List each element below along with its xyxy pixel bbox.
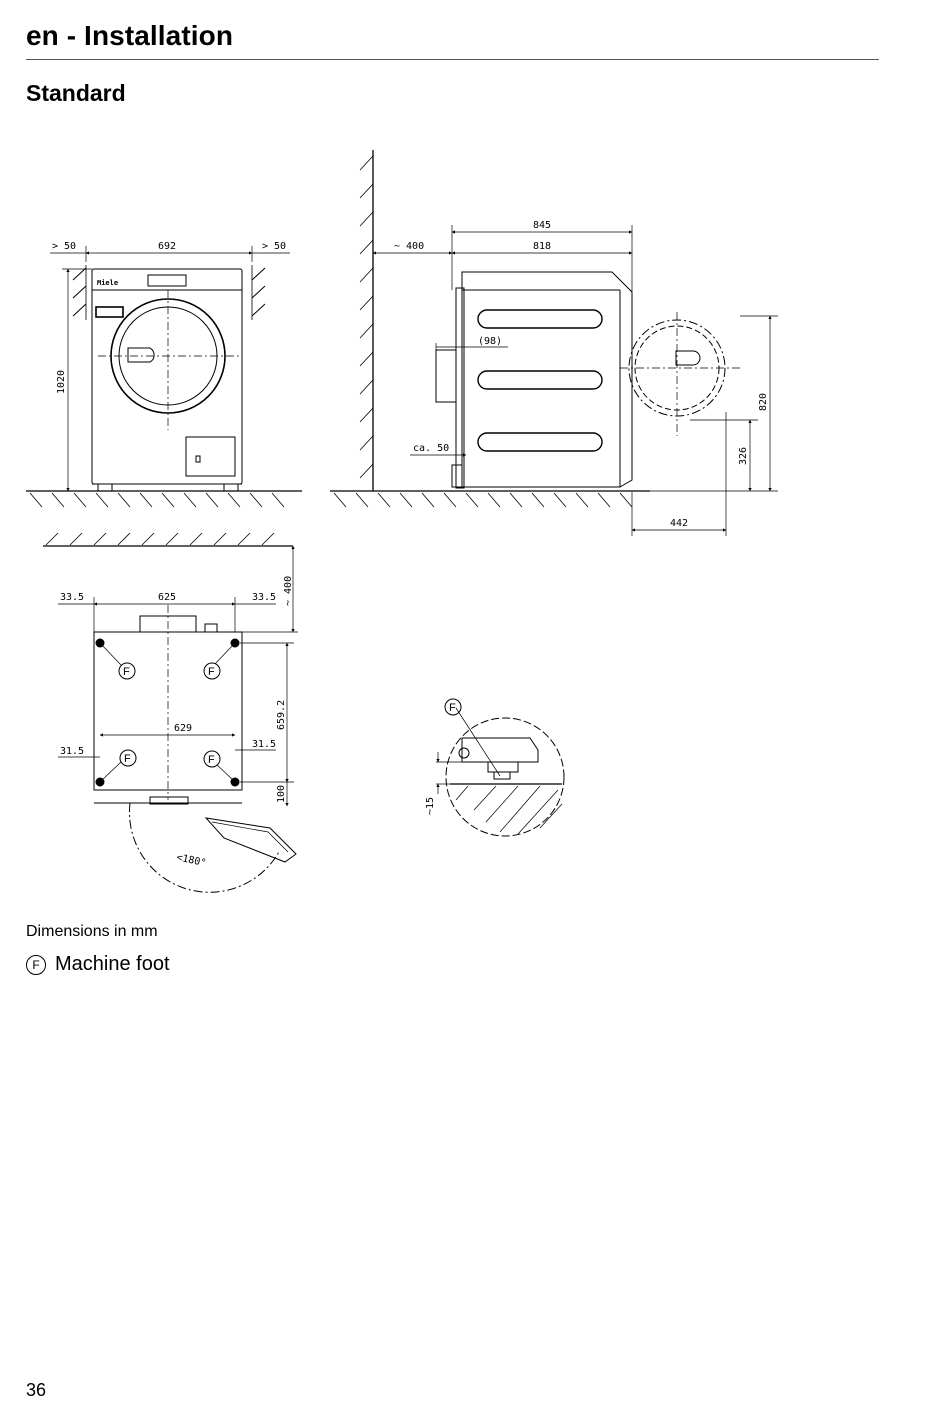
wall-hatch [359,155,374,479]
side-total-depth: 845 [533,220,551,231]
top-width-dim: 625 [158,592,176,603]
side-door-swing: 442 [670,518,688,529]
foot-marker-label: F [123,666,130,678]
side-view [330,150,778,536]
top-wall-hatch [45,532,275,546]
top-left-margin: 33.5 [60,592,84,603]
top-front-depth: 100 [276,785,287,803]
side-bottom-clearance: ca. 50 [413,443,449,454]
floor-hatch-front [29,492,285,508]
page-header-title: en - Installation [26,20,234,51]
foot-marker-label: F [208,666,215,678]
top-right-margin-lower: 31.5 [252,739,276,750]
top-view [43,532,298,893]
top-door-angle: <180° [175,852,207,869]
floor-hatch-side [333,492,633,508]
top-depth-dim: 659.2 [276,700,287,730]
side-height-lower: 326 [738,447,749,465]
top-wall-clearance: ~ 400 [283,576,294,606]
foot-marker-label: F [449,702,456,714]
brand-logo: Miele [97,279,118,287]
detail-adjust-dim: ~15 [425,797,436,815]
side-bracket-dim: (98) [478,336,502,347]
top-inner-width: 629 [174,723,192,734]
front-width-dim: 692 [158,241,176,252]
side-body-depth: 818 [533,241,551,252]
page-number: 36 [26,1380,47,1400]
foot-marker-label: F [208,754,215,766]
foot-markers [118,662,462,768]
legend: F Machine foot [26,953,170,976]
legend-label: Machine foot [55,953,170,975]
top-left-margin-lower: 31.5 [60,746,84,757]
front-right-clearance: > 50 [262,241,286,252]
front-left-clearance: > 50 [52,241,76,252]
foot-marker-label: F [124,753,131,765]
foot-detail [436,707,565,837]
front-height-dim: 1020 [56,370,67,394]
top-right-margin: 33.5 [252,592,276,603]
front-view [26,246,302,508]
side-height-center: 820 [758,393,769,411]
dimensions-note: Dimensions in mm [26,923,158,940]
section-title: Standard [26,80,126,106]
header-divider [26,59,879,60]
legend-marker: F [26,954,46,975]
side-wall-clearance: ~ 400 [394,241,424,252]
